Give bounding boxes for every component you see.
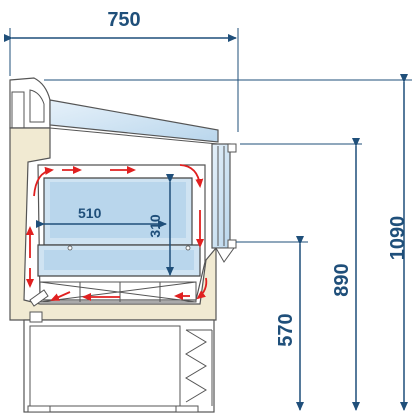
- tray-width-label: 510: [78, 205, 102, 221]
- airflow-arrow: [179, 164, 204, 188]
- tray-height-label: 310: [147, 214, 163, 238]
- foot: [29, 311, 43, 323]
- base-height-label: 570: [275, 313, 297, 346]
- airflow-arrow: [33, 166, 54, 197]
- tray-dimensions: 510 310: [36, 174, 174, 276]
- cabinet: [9, 77, 237, 413]
- outer-dimensions: 750 1090 890 570: [4, 9, 412, 411]
- front-grille: [185, 329, 213, 406]
- airflow-arrow: [196, 277, 208, 300]
- evaporator: [39, 281, 197, 303]
- base-frame: [23, 319, 215, 413]
- total-height-label: 1090: [387, 216, 409, 261]
- airflow-arrows: [26, 164, 208, 301]
- fan: [29, 289, 49, 307]
- glass-canopy: [49, 99, 219, 143]
- airflow-arrow: [50, 291, 71, 301]
- counter-height-label: 890: [331, 263, 353, 296]
- depth-label: 750: [107, 9, 140, 31]
- front-glass: [211, 143, 231, 249]
